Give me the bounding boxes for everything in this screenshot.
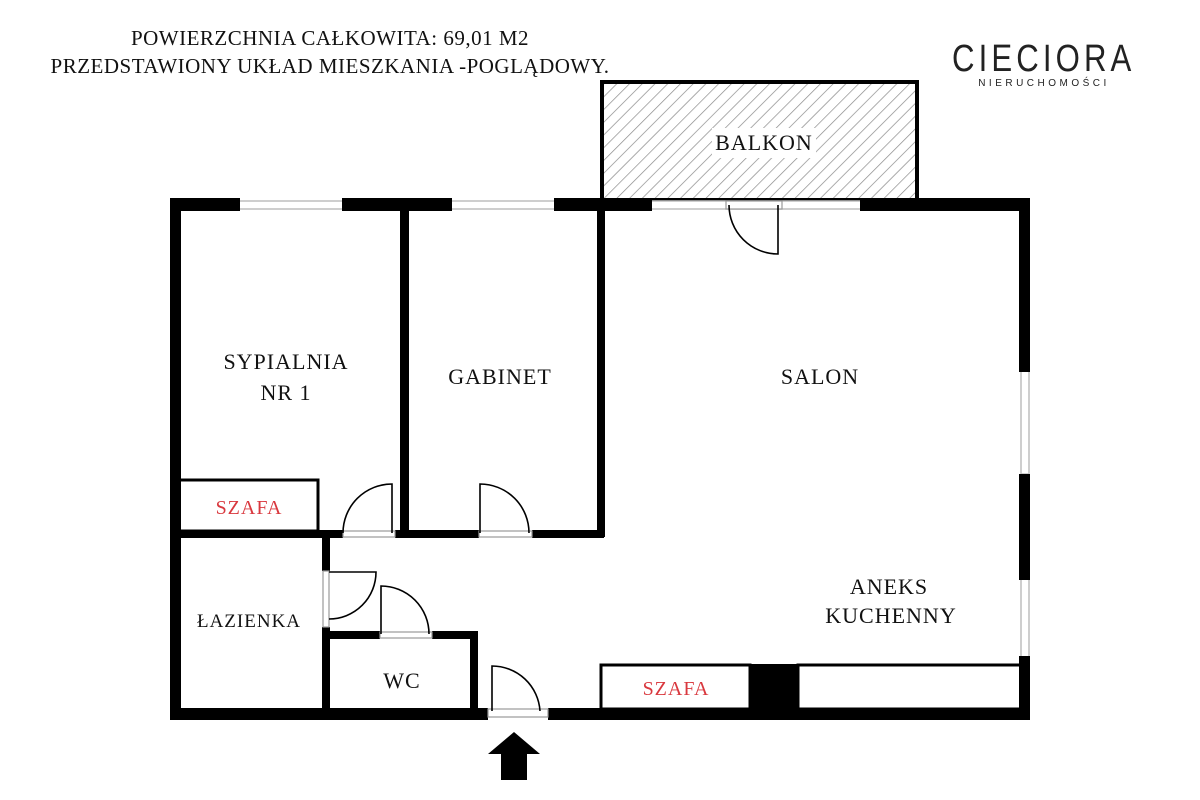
wall-bedroom-office [400, 205, 409, 537]
agency-logo: CIECIORA NIERUCHOMOŚCI [934, 36, 1134, 89]
window-salon-right [1020, 369, 1030, 475]
entrance-arrow-icon [488, 732, 540, 780]
door-frame-wc [379, 631, 433, 639]
total-area-text: POWIERZCHNIA CAŁKOWITA: 69,01 M2 [130, 26, 530, 50]
label-salon: SALON [781, 364, 859, 389]
window-bedroom [237, 200, 345, 210]
closet-bedroom [177, 478, 320, 533]
window-kitchen-right [1020, 577, 1030, 659]
door-frame-balcony [725, 200, 783, 210]
wall-top-3 [554, 198, 652, 211]
wall-bottom-2 [548, 708, 1030, 720]
wall-wc-top-2 [432, 631, 476, 639]
label-sypialnia-line1: SYPIALNIA [223, 349, 348, 374]
label-balkon: BALKON [715, 130, 813, 155]
wall-right-1 [1019, 198, 1030, 372]
door-frames [322, 200, 783, 718]
door-frame-bedroom [342, 530, 396, 538]
kitchen-counter [796, 663, 1023, 711]
disclaimer-text: PRZEDSTAWIONY UKŁAD MIESZKANIA -POGLĄDOW… [50, 54, 610, 78]
outer-walls [170, 198, 1030, 720]
kitchen-column [750, 664, 798, 710]
door-swing-bathroom [328, 571, 377, 620]
wall-top-2 [342, 198, 452, 211]
label-aneks-line1: ANEKS [850, 574, 928, 599]
label-lazienka: ŁAZIENKA [197, 611, 301, 632]
door-swings [328, 204, 779, 712]
door-swing-office [479, 483, 530, 534]
wall-top-1 [170, 198, 240, 211]
balcony [600, 80, 919, 202]
label-aneks-line2: KUCHENNY [825, 603, 956, 628]
door-swing-wc [380, 585, 430, 635]
wall-office-bottom-2 [532, 530, 604, 538]
wall-office-salon [597, 205, 605, 537]
label-szafa-kitchen: SZAFA [643, 678, 710, 700]
label-wc: WC [383, 668, 420, 693]
door-frame-office [478, 530, 533, 538]
wall-right-3 [1019, 656, 1030, 720]
label-gabinet: GABINET [448, 364, 552, 389]
logo-subtitle: NIERUCHOMOŚCI [978, 78, 1110, 89]
logo-name: CIECIORA [952, 38, 1136, 80]
wall-bedroom-bottom [175, 530, 343, 538]
closet-kitchen [599, 663, 752, 711]
wall-office-bottom-1 [395, 530, 479, 538]
door-swing-bedroom [342, 483, 393, 534]
wall-wc-top-1 [326, 631, 380, 639]
closets [177, 478, 1023, 711]
wall-left [170, 198, 181, 720]
window-office [449, 200, 557, 210]
label-sypialnia-line2: NR 1 [260, 380, 311, 405]
wall-top-4 [860, 198, 1030, 211]
label-szafa-bedroom: SZAFA [216, 497, 283, 519]
balcony-label-bg [712, 128, 816, 158]
door-swing-entrance [491, 665, 541, 712]
plan-header: POWIERZCHNIA CAŁKOWITA: 69,01 M2 PRZEDST… [0, 24, 660, 80]
wall-bath-right-1 [322, 533, 330, 571]
interior-walls [175, 205, 798, 715]
door-swing-balcony [728, 204, 779, 255]
wall-bath-right-2 [322, 627, 330, 715]
wall-wc-right [470, 631, 478, 715]
door-frame-bathroom [322, 570, 330, 628]
door-frame-entrance [487, 708, 549, 718]
wall-right-2 [1019, 474, 1030, 580]
